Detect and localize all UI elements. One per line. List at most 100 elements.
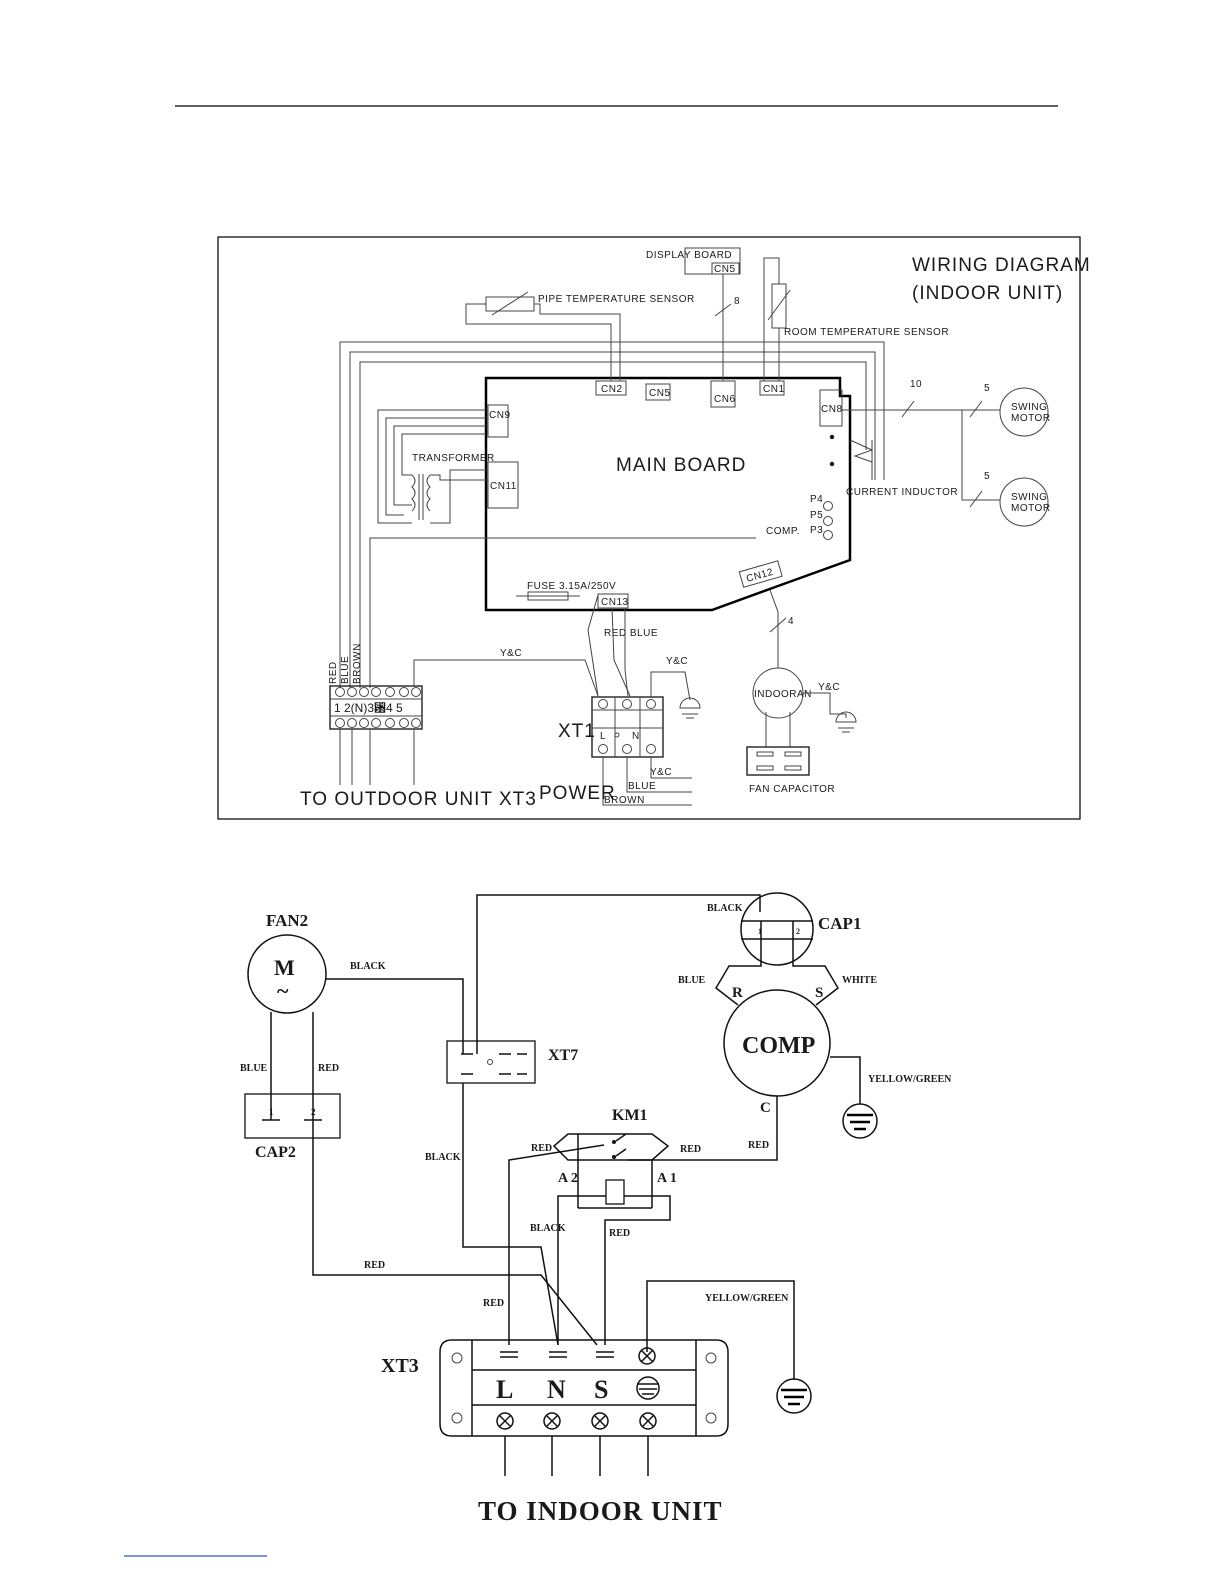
wire-red-km-left: RED [531,1143,552,1154]
wire-brown-label: BROWN [352,643,363,684]
motor-tilde: ~ [277,978,289,1003]
wire-red-km-right: RED [680,1144,701,1155]
wire-red-cap2: RED [364,1260,385,1271]
cn9-label: CN9 [489,410,511,421]
wire-yellow-green-xt3: YELLOW/GREEN [705,1293,789,1304]
transformer-secondary [426,474,431,512]
wire-black-top [476,894,761,1054]
power-label: POWER [539,783,616,804]
swing-motor-2 [999,477,1049,527]
connector-cn5 [645,383,671,401]
wire-blue-fan: BLUE [240,1063,268,1074]
power-ground-symbol [679,697,701,709]
swing-motor-1-label-a: SWING [1011,402,1047,413]
indoor-title-line1: WIRING DIAGRAM [912,255,1091,276]
indoor-fan-label: INDOORAN [754,689,812,700]
xt1-n-label: N [632,731,640,742]
main-board-label: MAIN BOARD [616,455,746,476]
wire-yc-3: Y&C [650,767,672,778]
xt3-mount-hole-4 [705,1412,717,1424]
indoor-diagram-frame [217,236,1081,820]
wire-black-fan: BLACK [350,961,386,972]
board-comp-label: COMP. [766,526,800,537]
wire-black-km: BLACK [530,1223,566,1234]
comp-ground-symbol [842,1103,878,1139]
terminal-numbers: 1 2(N)3␸4 5 [334,701,403,715]
xt3-ground-terminal-symbol [636,1376,660,1400]
connector-cn13 [597,593,629,609]
xt7-terminal [446,1040,536,1084]
connector-cn8 [819,389,843,427]
port-p4-label: P4 [810,494,823,505]
cap1-pin1: 1 [758,927,762,936]
cn6-label: CN6 [714,394,736,405]
wire-red-label: RED [328,661,339,684]
swing-motor-1 [999,387,1049,437]
cn13-label: CN13 [601,597,629,608]
connector-cn11 [487,461,519,509]
fan-capacitor-label: FAN CAPACITOR [749,784,835,795]
main-board-outline [484,376,852,612]
xt1-label: XT1 [558,721,596,742]
cap1-pin2: 2 [796,927,800,936]
room-sensor-label: ROOM TEMPERATURE SENSOR [784,327,949,338]
xt3-label: XT3 [381,1355,419,1377]
pipe-sensor-label: PIPE TEMPERATURE SENSOR [538,294,695,305]
transformer-label: TRANSFORMER [412,453,495,464]
wire-red-fan: RED [318,1063,339,1074]
fan-capacitor [746,746,810,776]
xt3-mount-hole-1 [451,1352,463,1364]
outdoor-terminal-block [329,685,423,730]
room-temperature-sensor [771,283,787,329]
km1-coil [605,1179,625,1205]
km1-label: KM1 [612,1107,648,1124]
xt3-mount-hole-3 [705,1352,717,1364]
swing-motor-1-label-b: MOTOR [1011,413,1051,424]
fan-ground-symbol [835,711,857,723]
km1-contact-housing [552,1133,670,1161]
cn11-label: CN11 [490,481,517,492]
wire-red-comp-c [628,1096,778,1161]
cap1-capacitor [740,892,814,966]
swing-motor-2-label-a: SWING [1011,492,1047,503]
connector-cn9 [487,404,509,438]
wire-brown-comp [369,537,756,688]
transformer-primary [411,474,416,512]
wire-blue-loop [349,351,876,688]
cn5-label: CN5 [649,388,671,399]
cap2-capacitor [244,1093,341,1139]
wire-white-cap: WHITE [842,975,877,986]
wire-red-blue-label: RED BLUE [604,628,658,639]
wire-red-xt3: RED [483,1298,504,1309]
port-p4 [823,501,833,511]
wire-black-fan-xt7 [326,978,464,1054]
port-p5 [823,516,833,526]
fan2-motor [247,934,327,1014]
wire-brown2-label: BROWN [604,795,645,806]
xt3-terminal-n: N [547,1375,566,1404]
cn1-label: CN1 [763,384,785,395]
fan2-label: FAN2 [266,911,308,930]
comp-pin-s: S [815,985,823,1001]
indoor-fan-cable [769,589,779,668]
port-p3-label: P3 [810,525,823,536]
wire-red-comp-c-label: RED [748,1140,769,1151]
wire-count-10: 10 [910,379,922,390]
wire-yc-1: Y&C [500,648,522,659]
wire-blue2-label: BLUE [628,781,656,792]
wire-count-8: 8 [734,296,740,307]
comp-pin-c: C [760,1100,771,1116]
xt1-l-label: L [600,731,606,742]
indoor-title-line2: (INDOOR UNIT) [912,283,1063,304]
cn8-label: CN8 [821,404,843,415]
connector-cn12: CN12 [738,560,783,588]
connector-cn1 [759,380,785,396]
cap2-label: CAP2 [255,1144,296,1161]
indoor-wiring-diagram: WIRING DIAGRAM (INDOOR UNIT) MAIN BOARD … [217,236,1091,820]
wire-blue-label: BLUE [340,656,351,684]
wire-yc-fan: Y&C [818,682,840,693]
wire-count-4: 4 [788,616,794,627]
km1-pin-a2: A 2 [558,1171,578,1186]
